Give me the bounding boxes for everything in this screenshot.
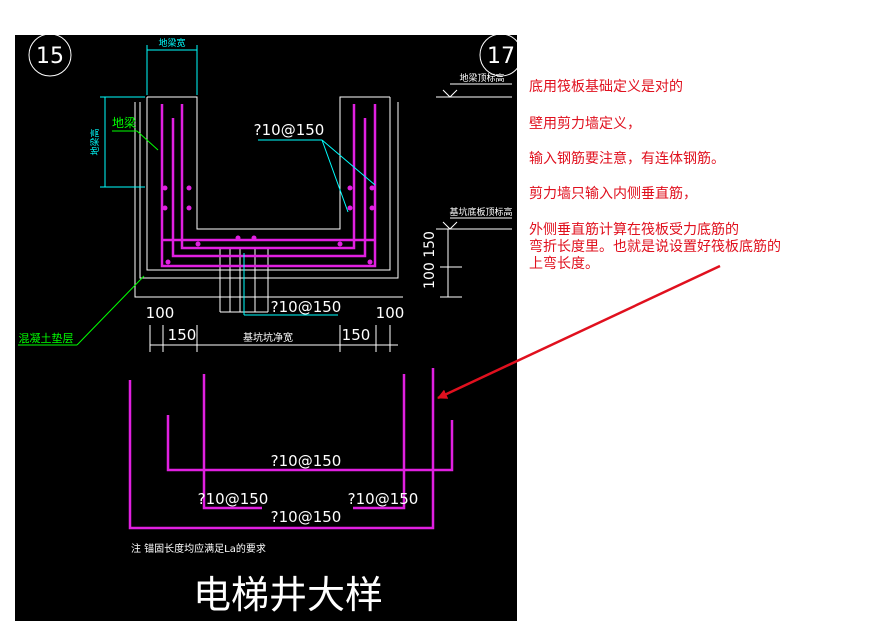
detail-rebar-spec-right: ?10@150 xyxy=(348,490,419,508)
beam-height-label: 地梁高 xyxy=(89,128,101,155)
note-continuous-rebar: 输入钢筋要注意，有连体钢筋。 xyxy=(529,151,725,167)
rebar-dots xyxy=(162,185,375,265)
axis-marker-right: 17 xyxy=(479,33,523,77)
anchorage-footnote: 注 锚固长度均应满足La的要求 xyxy=(131,542,266,555)
dim-left-150: 150 xyxy=(168,326,197,344)
dim-right-150: 150 xyxy=(342,326,371,344)
sump-lines xyxy=(219,248,269,313)
beam-top-elevation-label: 地梁顶标高 xyxy=(459,72,504,84)
pit-bottom-elevation-mark xyxy=(436,217,512,230)
beam-leader xyxy=(112,130,159,151)
horizontal-dimension-line xyxy=(149,325,398,352)
note-outer-vertical: 外侧垂直筋计算在筏板受力底筋的 弯折长度里。也就是说设置好筏板底筋的 上弯长度。 xyxy=(529,222,781,272)
annotation-arrow xyxy=(437,264,721,400)
note-shear-wall: 壁用剪力墙定义， xyxy=(529,116,641,132)
note-inner-vertical: 剪力墙只输入内侧垂直筋， xyxy=(529,186,697,202)
beam-label: 地梁 xyxy=(112,115,136,130)
bottom-rebar-spec: ?10@150 xyxy=(271,298,342,316)
axis-number-left: 15 xyxy=(36,44,64,69)
bottom-rebar-leader xyxy=(243,253,338,316)
pit-net-width-label: 基坑坑净宽 xyxy=(243,331,293,344)
cushion-leader xyxy=(18,275,145,346)
dim-right-100: 100 xyxy=(376,304,405,322)
pit-bottom-elevation-label: 基坑底板顶标高 xyxy=(449,206,512,218)
rebar-detail xyxy=(128,368,454,530)
drawing-title: 电梯井大样 xyxy=(193,573,383,617)
detail-rebar-spec-middle: ?10@150 xyxy=(271,452,342,470)
axis-marker-left: 15 xyxy=(28,33,72,77)
beam-top-elevation-mark xyxy=(436,83,512,98)
axis-number-right: 17 xyxy=(487,44,515,69)
detail-rebar-spec-left: ?10@150 xyxy=(198,490,269,508)
dim-left-100: 100 xyxy=(146,304,175,322)
cushion-label: 混凝土垫层 xyxy=(19,331,74,345)
wall-rebar-spec: ?10@150 xyxy=(254,121,325,139)
slab-thickness-dimension xyxy=(440,229,462,298)
beam-height-dimension xyxy=(100,96,145,188)
beam-width-dimension xyxy=(146,45,198,95)
slab-thickness-label: 100 150 xyxy=(422,231,438,289)
wall-rebar-leader xyxy=(258,139,376,213)
note-raft-foundation: 底用筏板基础定义是对的 xyxy=(529,79,683,95)
detail-rebar-spec-bottom: ?10@150 xyxy=(271,508,342,526)
beam-width-label: 地梁宽 xyxy=(158,37,185,49)
